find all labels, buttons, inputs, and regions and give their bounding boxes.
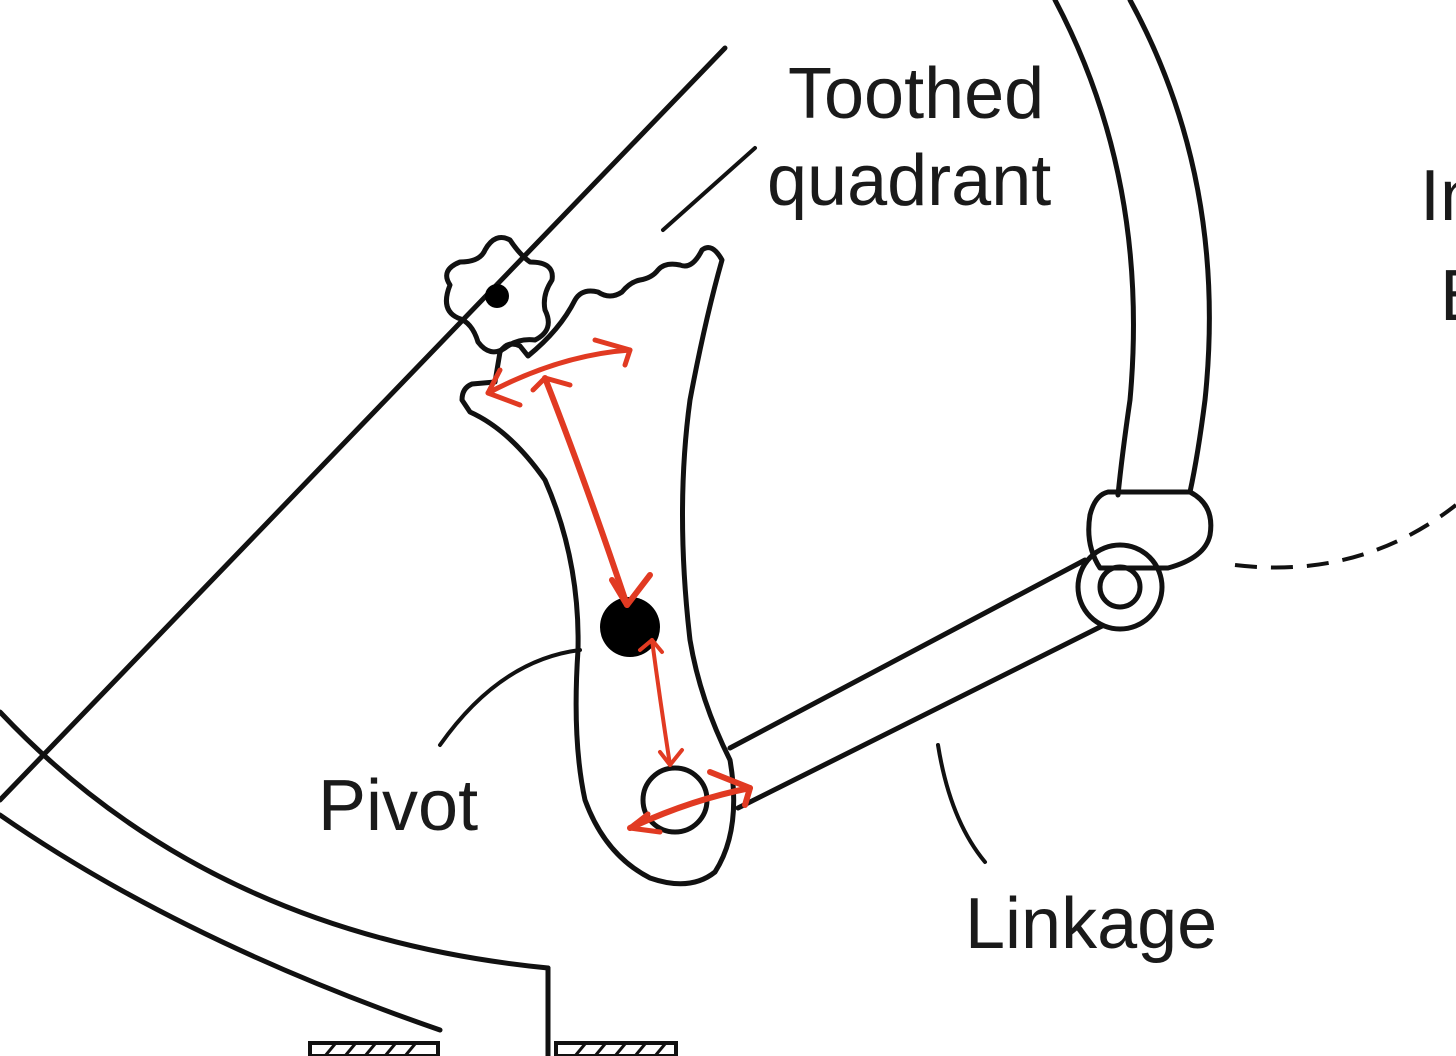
cut-off-label-line2: B — [1440, 256, 1456, 336]
linkage-bar-lower — [735, 623, 1105, 811]
red-annotations — [485, 337, 753, 835]
bourdon-tube-outer — [1127, 0, 1212, 495]
linkage-label: Linkage — [965, 884, 1217, 964]
red-arrow-diagonal — [542, 375, 630, 608]
inner-arc — [0, 812, 443, 1033]
pivot-label: Pivot — [318, 766, 478, 846]
dashed-arc — [1234, 503, 1456, 570]
pinion-gear-center — [485, 284, 509, 308]
diagonal-guide-line — [0, 45, 728, 803]
red-arrow-top — [485, 347, 633, 396]
tube-end-cap — [1086, 489, 1214, 571]
toothed-quadrant-body — [459, 245, 737, 887]
cut-off-label-line1: In — [1420, 156, 1456, 236]
linkage-joint-outer — [1075, 542, 1165, 632]
pivot-dot — [600, 597, 660, 657]
bourdon-tube-inner — [1052, 0, 1136, 498]
linkage-leader — [936, 743, 987, 864]
red-arrow-vertical — [650, 638, 672, 767]
red-arrow-bottom — [627, 785, 753, 831]
toothed-quadrant-leader — [661, 146, 757, 232]
toothed-quadrant-label-line2: quadrant — [767, 141, 1051, 221]
base-hatch-left — [308, 1041, 440, 1056]
pivot-leader — [438, 648, 582, 747]
pinion-gear — [443, 235, 555, 355]
linkage-joint-inner — [1097, 564, 1143, 610]
outer-arc — [0, 709, 551, 971]
toothed-quadrant-label-line1: Toothed — [788, 54, 1044, 134]
base-hatch-right — [554, 1041, 678, 1056]
linkage-bar — [727, 557, 1088, 751]
